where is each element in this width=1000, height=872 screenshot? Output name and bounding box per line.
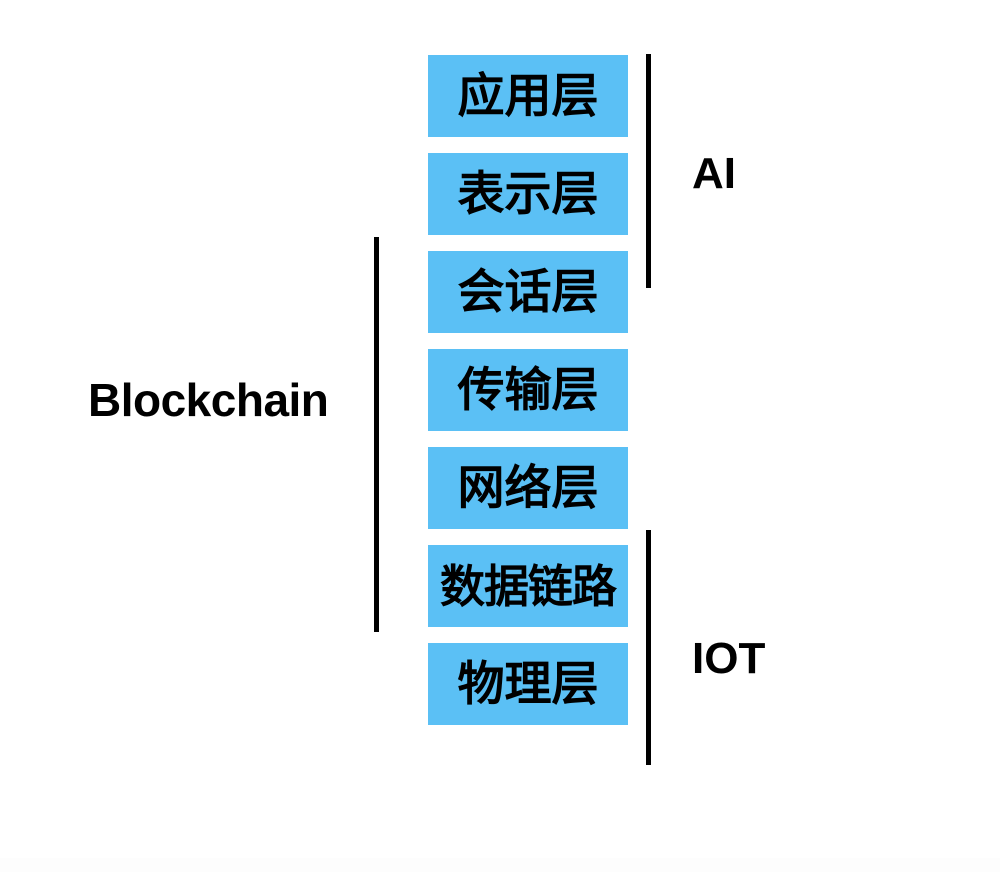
layer-box-data-link[interactable]: 数据链路	[428, 545, 628, 627]
layer-label-presentation: 表示层	[457, 166, 599, 222]
bracket-blockchain	[374, 237, 379, 632]
bracket-iot	[646, 530, 651, 765]
group-label-blockchain: Blockchain	[88, 374, 329, 426]
bottom-edge-band	[0, 858, 1000, 872]
layer-box-presentation[interactable]: 表示层	[428, 153, 628, 235]
layer-label-session: 会话层	[457, 264, 599, 320]
layer-box-transport[interactable]: 传输层	[428, 349, 628, 431]
layer-box-physical[interactable]: 物理层	[428, 643, 628, 725]
group-label-iot: IOT	[692, 634, 766, 683]
layer-box-network[interactable]: 网络层	[428, 447, 628, 529]
layer-label-data-link: 数据链路	[439, 559, 617, 613]
osi-layer-stack: 应用层 表示层 会话层 传输层 网络层 数据链路 物理层	[428, 55, 628, 725]
bracket-ai	[646, 54, 651, 288]
layer-label-physical: 物理层	[457, 656, 599, 712]
layer-label-network: 网络层	[457, 460, 599, 516]
group-label-ai: AI	[692, 149, 736, 198]
layer-label-application: 应用层	[457, 68, 599, 124]
layer-label-transport: 传输层	[457, 362, 599, 418]
layer-box-session[interactable]: 会话层	[428, 251, 628, 333]
layer-box-application[interactable]: 应用层	[428, 55, 628, 137]
